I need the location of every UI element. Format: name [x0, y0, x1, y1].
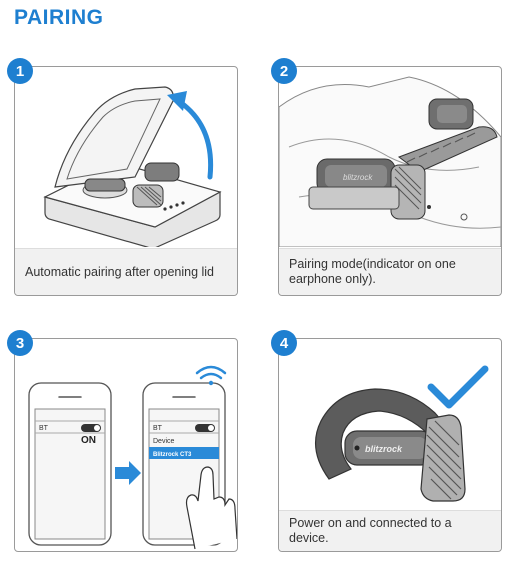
step-2-panel: 2 blitzrock Pairing mode(indicator on on… [271, 58, 502, 296]
connected-earphone-illustration: blitzrock [315, 365, 489, 502]
step-2-caption: Pairing mode(indicator on one earphone o… [279, 248, 501, 295]
svg-text:blitzrock: blitzrock [343, 173, 373, 182]
phone-on-bt-label: BT [153, 425, 163, 432]
step-1-badge: 1 [7, 58, 33, 84]
device-list-item[interactable] [149, 447, 219, 459]
charging-case-illustration [43, 86, 222, 247]
phone-off-on-label: ON [81, 435, 96, 446]
phone-pairing-illustration: BT ON BT Device Blitzrock CT3 [28, 365, 237, 550]
device-name: Blitzrock CT3 [153, 452, 192, 458]
step-3-badge: 3 [7, 330, 33, 356]
phone-on-device-label: Device [153, 438, 175, 445]
earphone-brand: blitzrock [365, 444, 403, 454]
phone-off-bt-label: BT [39, 425, 49, 432]
earphones-in-case-illustration: blitzrock [279, 76, 501, 247]
step-4-badge: 4 [271, 330, 297, 356]
step-4-panel: 4 blitzrock Power on and connected to a … [271, 330, 502, 552]
step-4-caption: Power on and connected to a device. [279, 510, 501, 551]
page-title: PAIRING [14, 6, 104, 29]
check-icon [427, 365, 489, 409]
step-3-panel: 3 BT ON BT Device Blitzrock CT3 [7, 330, 238, 552]
step-2-badge: 2 [271, 58, 297, 84]
step-1-panel: 1 Automatic pairing after opening lid [7, 58, 238, 296]
step-1-caption: Automatic pairing after opening lid [15, 248, 237, 295]
